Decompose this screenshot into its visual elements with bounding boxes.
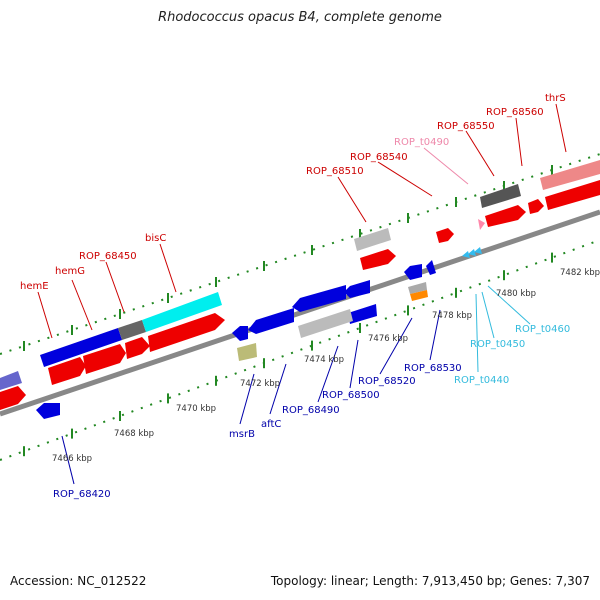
gene-box[interactable] <box>354 228 391 251</box>
gene-arrow[interactable] <box>36 403 60 419</box>
gene-arrow[interactable] <box>485 205 526 227</box>
gene-arrow[interactable] <box>48 357 86 385</box>
gene-label[interactable]: aftC <box>261 419 281 430</box>
scale-label: 7468 kbp <box>114 429 154 439</box>
gene-arrow[interactable] <box>125 337 150 359</box>
gene-label[interactable]: ROP_68560 <box>486 107 544 118</box>
gene-label[interactable]: thrS <box>545 93 566 104</box>
accession-text: Accession: NC_012522 <box>10 574 147 588</box>
gene-arrow[interactable] <box>545 180 600 210</box>
bottom-gene-labels: ROP_68420 msrB aftC ROP_68490 ROP_68500 … <box>53 324 570 500</box>
gene-label[interactable]: ROP_68450 <box>79 251 137 262</box>
gene-arrow[interactable] <box>0 386 26 410</box>
gene-label[interactable]: ROP_68550 <box>437 121 495 132</box>
scale-label: 7474 kbp <box>304 355 344 365</box>
forward-outer-genes <box>0 160 600 390</box>
gene-arrow[interactable] <box>232 326 248 341</box>
scale-label: 7482 kbp <box>560 268 600 278</box>
gene-box[interactable] <box>540 160 600 190</box>
leader-lines <box>37 103 567 485</box>
gene-arrow[interactable] <box>426 260 436 275</box>
trna-marker[interactable] <box>462 251 470 258</box>
scale-label: 7478 kbp <box>432 311 472 321</box>
gene-arrow[interactable] <box>148 313 225 352</box>
gene-label[interactable]: ROP_68420 <box>53 489 111 500</box>
gene-box[interactable] <box>40 328 122 367</box>
gene-label[interactable]: ROP_t0460 <box>515 324 570 335</box>
gene-box[interactable] <box>0 371 22 390</box>
gene-label[interactable]: ROP_68510 <box>306 166 364 177</box>
gene-arrow[interactable] <box>344 280 370 298</box>
gene-label[interactable]: ROP_t0450 <box>470 339 525 350</box>
trna-marker[interactable] <box>468 249 476 256</box>
gene-arrow[interactable] <box>528 199 544 214</box>
gene-arrow[interactable] <box>360 249 396 270</box>
map-title: Rhodococcus opacus B4, complete genome <box>158 10 442 25</box>
scale-label: 7480 kbp <box>496 289 536 299</box>
gene-box[interactable] <box>237 343 257 361</box>
gene-label[interactable]: ROP_68500 <box>322 390 380 401</box>
gene-label[interactable]: ROP_t0490 <box>394 137 449 148</box>
gene-box[interactable] <box>298 309 353 338</box>
gene-arrow[interactable] <box>292 285 346 312</box>
forward-genes <box>0 180 600 410</box>
gene-label[interactable]: ROP_t0440 <box>454 375 509 386</box>
gene-arrow[interactable] <box>248 308 294 334</box>
gene-label[interactable]: msrB <box>229 429 255 440</box>
scale-label: 7476 kbp <box>368 334 408 344</box>
gene-box[interactable] <box>142 292 222 332</box>
trna-marker[interactable] <box>474 247 482 254</box>
genome-summary-text: Topology: linear; Length: 7,913,450 bp; … <box>270 574 590 588</box>
reverse-genes <box>36 247 482 419</box>
reverse-outer-genes <box>237 282 428 361</box>
gene-label[interactable]: hemG <box>55 266 85 277</box>
gene-box[interactable] <box>410 290 428 301</box>
gene-arrow[interactable] <box>348 304 377 324</box>
gene-label[interactable]: hemE <box>20 281 49 292</box>
gene-label[interactable]: ROP_68540 <box>350 152 408 163</box>
scale-label: 7472 kbp <box>240 379 280 389</box>
scale-labels: 7466 kbp 7468 kbp 7470 kbp 7472 kbp 7474… <box>52 268 600 464</box>
gene-box[interactable] <box>118 320 146 340</box>
gene-label[interactable]: ROP_68490 <box>282 405 340 416</box>
gene-label[interactable]: bisC <box>145 233 166 244</box>
scale-label: 7466 kbp <box>52 454 92 464</box>
gene-arrow[interactable] <box>404 264 422 280</box>
scale-label: 7470 kbp <box>176 404 216 414</box>
trna-marker[interactable] <box>478 219 485 230</box>
gene-box[interactable] <box>480 184 521 208</box>
genome-axis <box>0 209 600 417</box>
gene-label[interactable]: ROP_68520 <box>358 376 416 387</box>
gene-arrow[interactable] <box>436 228 454 243</box>
gene-label[interactable]: ROP_68530 <box>404 363 462 374</box>
gene-arrow[interactable] <box>83 344 126 374</box>
top-gene-labels: hemE hemG ROP_68450 bisC ROP_68510 ROP_6… <box>20 93 566 292</box>
gene-box[interactable] <box>408 282 427 294</box>
